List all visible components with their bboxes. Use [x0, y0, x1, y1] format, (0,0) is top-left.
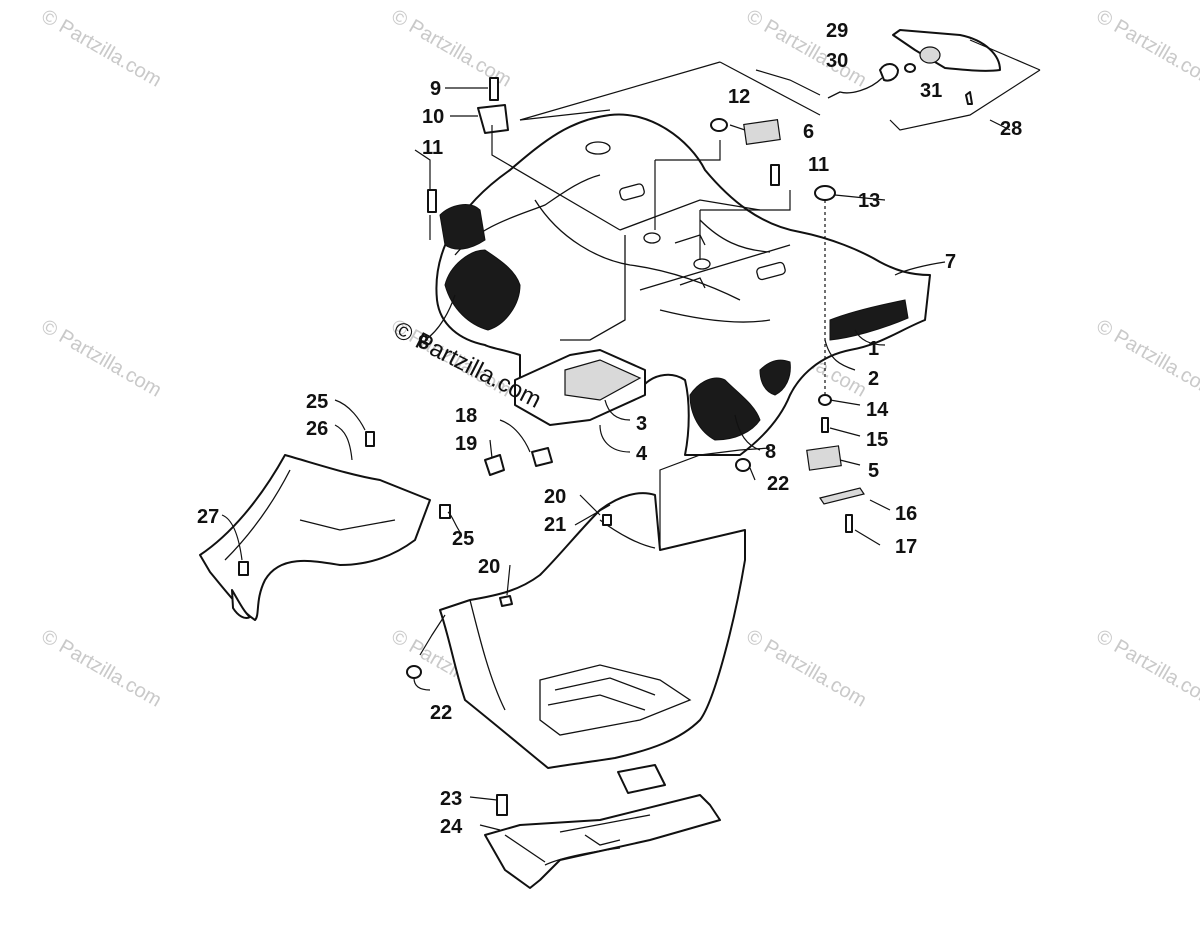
callout-12: 12	[728, 86, 750, 108]
callout-2: 2	[868, 368, 879, 390]
callout-25b: 25	[452, 528, 474, 550]
footrest-tube	[484, 764, 721, 889]
callout-30: 30	[826, 50, 848, 72]
callout-28: 28	[1000, 118, 1022, 140]
left-side-panel	[199, 454, 431, 621]
watermark-text: © Partzilla.com	[38, 625, 166, 711]
footwell-panel	[439, 492, 746, 769]
callout-4: 4	[636, 443, 648, 465]
callout-21: 21	[544, 514, 566, 536]
watermark-text: © Partzilla.com	[1093, 625, 1200, 711]
callout-29: 29	[826, 20, 848, 42]
callout-1: 1	[868, 338, 879, 360]
callout-11b: 11	[808, 154, 829, 176]
callout-5: 5	[868, 460, 879, 482]
callout-19: 19	[455, 433, 477, 455]
callout-23: 23	[440, 788, 462, 810]
callout-25a: 25	[306, 391, 328, 413]
callout-27: 27	[197, 506, 219, 528]
callout-15: 15	[866, 429, 888, 451]
watermark-text: © Partzilla.com	[38, 5, 166, 91]
callout-8b: 8	[765, 441, 776, 463]
callout-11a: 11	[422, 137, 443, 159]
watermark-text: © Partzilla.com	[743, 625, 871, 711]
callout-24: 24	[440, 816, 463, 838]
callout-3: 3	[636, 413, 647, 435]
watermark-text: © Partzilla.com	[743, 5, 871, 91]
callout-26: 26	[306, 418, 328, 440]
callout-7: 7	[945, 251, 956, 273]
callout-31: 31	[920, 80, 942, 102]
callout-6: 6	[803, 121, 814, 143]
callout-17: 17	[895, 536, 917, 558]
taillight-assembly	[827, 29, 1001, 105]
callout-14: 14	[866, 399, 889, 421]
callout-22b: 22	[430, 702, 452, 724]
callout-8a: 8	[418, 332, 429, 354]
watermark-text: © Partzilla.com	[38, 315, 166, 401]
watermark-text: © Partzilla.com	[1093, 5, 1200, 91]
leader-lines	[221, 39, 1041, 831]
callout-labels: 9 10 11 12 6 11 13 7 1 2 14 15 5 16 17 3…	[197, 20, 1022, 838]
callout-18: 18	[455, 405, 477, 427]
callout-16: 16	[895, 503, 917, 525]
callout-13: 13	[858, 190, 880, 212]
rear-fender-body	[435, 113, 931, 456]
hardware-items	[238, 77, 865, 816]
callout-22a: 22	[767, 473, 789, 495]
callout-10: 10	[422, 106, 444, 128]
watermark-text: © Partzilla.com	[1093, 315, 1200, 401]
callout-9: 9	[430, 78, 441, 100]
callout-20a: 20	[544, 486, 566, 508]
callout-20b: 20	[478, 556, 500, 578]
